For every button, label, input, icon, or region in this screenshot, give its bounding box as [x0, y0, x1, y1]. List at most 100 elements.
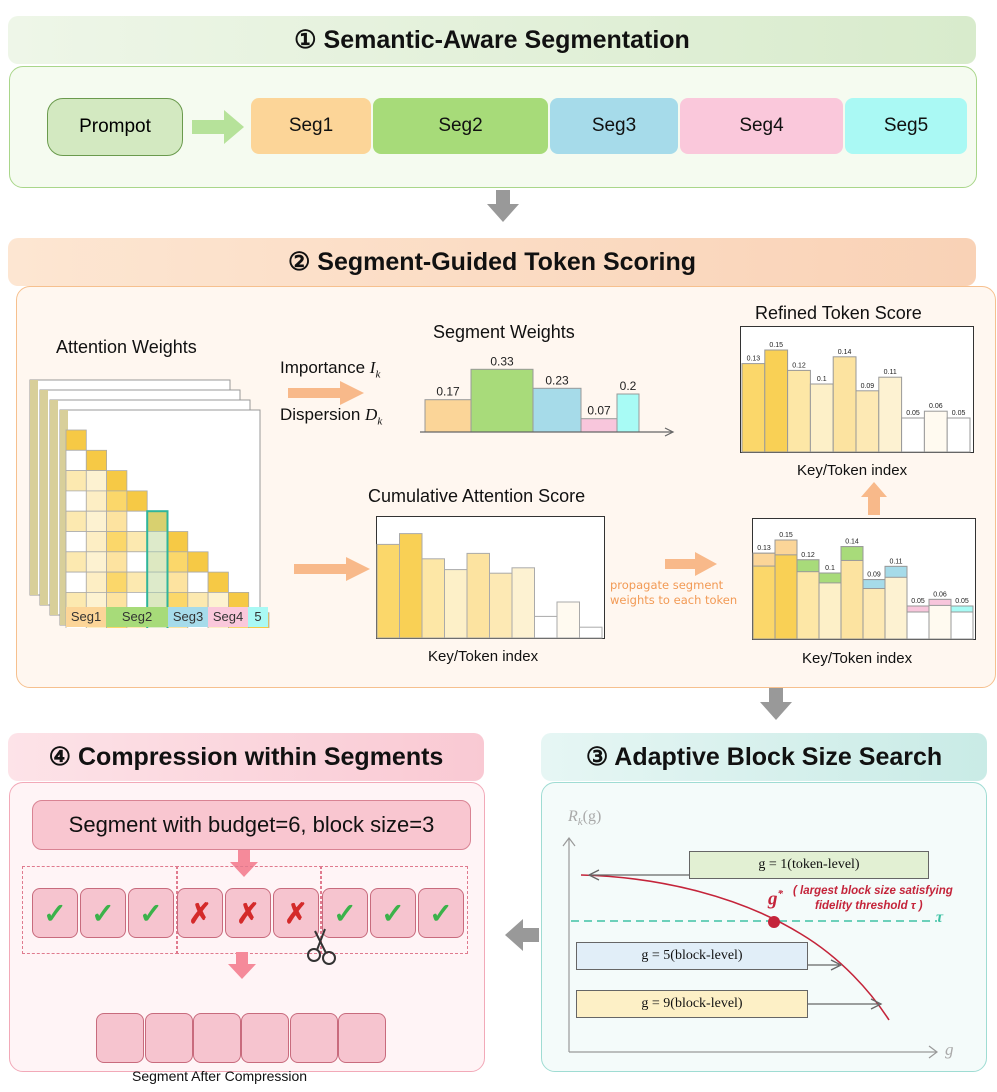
refined-value-6: 0.09 [861, 383, 875, 390]
segment-label-5: Seg5 [883, 115, 929, 136]
matrix-cell [106, 470, 128, 492]
compressed-cell-6 [338, 1013, 386, 1063]
refined-chart: 0.130.150.120.10.140.090.110.050.060.05 [740, 326, 974, 453]
g-star-label: g* [768, 888, 783, 910]
cumulative-bar-5 [466, 552, 490, 639]
matrix-cell [126, 531, 148, 553]
matrix-cell [167, 551, 189, 573]
propagated-cap-8 [906, 605, 930, 613]
compressed-cell-1 [96, 1013, 144, 1063]
matrix-cell [85, 470, 107, 492]
scissors-icon [307, 928, 336, 965]
token-cell-2: ✓ [80, 888, 126, 938]
section3-panel [541, 782, 987, 1072]
segment-label-3: Seg3 [591, 115, 637, 136]
token-cell-3: ✓ [128, 888, 174, 938]
importance-label: Importance Ik [280, 358, 381, 381]
segment-label-4: Seg4 [739, 115, 784, 136]
token-cell-9: ✓ [418, 888, 464, 938]
matrix-layer-edge-1 [30, 380, 38, 595]
matrix-layer-edge-4 [60, 410, 68, 625]
segment-label-2: Seg2 [438, 115, 483, 136]
refined-value-10: 0.05 [952, 410, 966, 417]
matrix-cell [85, 531, 107, 553]
cumulative-chart [376, 516, 605, 639]
token-cell-4: ✗ [177, 888, 223, 938]
refined-value-4: 0.1 [817, 376, 827, 383]
segment-block-3: Seg3 [550, 98, 678, 154]
propagated-value-9: 0.06 [933, 591, 947, 598]
compressed-cell-4 [241, 1013, 289, 1063]
section1-banner: ① Semantic-Aware Segmentation [8, 16, 976, 64]
matrix-cell [126, 490, 148, 512]
after-compression-label: Segment After Compression [132, 1068, 308, 1084]
cumulative-bar-4 [444, 569, 468, 639]
propagated-cap-1 [752, 552, 776, 567]
propagated-chart: 0.130.150.120.10.140.090.110.050.060.05 [752, 518, 976, 640]
importance-arrow [288, 381, 364, 405]
y-axis-label: Rk(g) [568, 808, 602, 829]
refined-bar-10 [946, 417, 971, 453]
segment-weights-axis-arrow [664, 427, 675, 437]
segment-block-2: Seg2 [373, 98, 548, 154]
token-cell-6: ✗ [273, 888, 319, 938]
segment-weight-value-1: 0.17 [436, 385, 460, 399]
token-cell-1: ✓ [32, 888, 78, 938]
propagated-value-3: 0.12 [801, 552, 815, 559]
matrix-cell [65, 531, 87, 553]
refined-xlabel: Key/Token index [797, 462, 908, 479]
segment-block-5: Seg5 [845, 98, 967, 154]
section4-banner: ④ Compression within Segments [8, 733, 484, 781]
matrix-cell [207, 571, 229, 593]
matrix-cell [85, 510, 107, 532]
propagated-cap-4 [818, 572, 842, 584]
block-outline-2 [176, 866, 322, 954]
matrix-cell [106, 551, 128, 573]
matrix-to-cumulative-arrow [294, 557, 370, 581]
budget-text: Segment with budget=6, block size=3 [68, 812, 435, 837]
matrix-cell [126, 510, 148, 532]
segment-weight-value-3: 0.23 [545, 373, 569, 387]
propagated-xlabel: Key/Token index [802, 650, 913, 667]
refined-bar-8 [901, 417, 925, 453]
segment-weight-bar-5 [616, 393, 640, 433]
refined-title: Refined Token Score [755, 303, 922, 323]
attention-matrix [29, 379, 270, 628]
refined-bar-2 [764, 349, 789, 453]
section1-title: ① Semantic-Aware Segmentation [294, 26, 690, 54]
matrix-seg-2: Seg2 [106, 607, 168, 627]
segment-weights-title: Segment Weights [433, 322, 575, 342]
propagated-value-4: 0.1 [825, 565, 835, 572]
refined-value-2: 0.15 [769, 342, 783, 349]
matrix-highlight-column [146, 510, 169, 628]
section2-title: ② Segment-Guided Token Scoring [287, 248, 697, 276]
cumulative-bar-6 [489, 572, 513, 639]
cumulative-xlabel: Key/Token index [428, 648, 539, 665]
matrix-cell [65, 571, 87, 593]
dispersion-label: Dispersion Dk [280, 405, 383, 428]
section4-title: ④ Compression within Segments [48, 743, 444, 771]
matrix-segment-strip: Seg1 Seg2 Seg3 Seg4 5 [66, 607, 268, 627]
matrix-cell [187, 571, 209, 593]
prompt-arrow [192, 110, 244, 144]
matrix-seg-4: Seg4 [208, 607, 248, 627]
matrix-cell [126, 571, 148, 593]
matrix-cell [85, 449, 107, 472]
refined-bar-1 [741, 363, 766, 453]
cumulative-bar-3 [421, 558, 445, 639]
segment-weight-value-5: 0.2 [620, 379, 637, 393]
matrix-cell [85, 490, 107, 512]
segment-block-4: Seg4 [680, 98, 843, 154]
cumulative-bar-8 [534, 615, 558, 639]
token-cell-7: ✓ [322, 888, 368, 938]
compressed-cell-5 [290, 1013, 338, 1063]
matrix-cell [85, 571, 107, 593]
segment-weight-bar-3 [532, 387, 582, 433]
matrix-cell [187, 551, 209, 573]
section3-banner: ③ Adaptive Block Size Search [541, 733, 987, 781]
option-g9: g = 9(block-level) [576, 990, 808, 1018]
matrix-cell [65, 510, 87, 532]
propagated-value-5: 0.14 [845, 539, 859, 546]
segment-weight-value-4: 0.07 [587, 404, 611, 418]
section2-banner: ② Segment-Guided Token Scoring [8, 238, 976, 286]
